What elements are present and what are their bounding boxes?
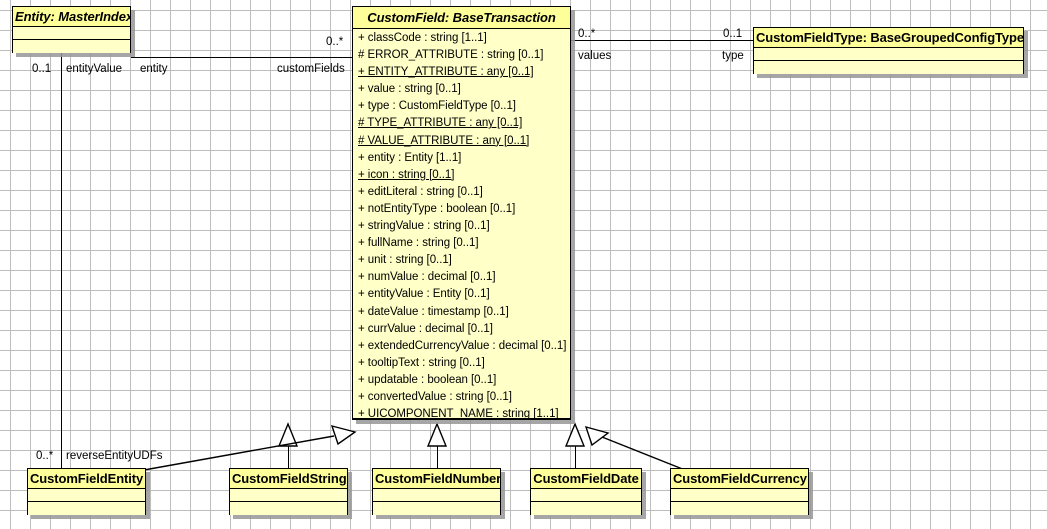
class-attribute: + notEntityType : boolean [0..1] xyxy=(358,202,516,215)
role-values: values xyxy=(578,50,612,62)
class-customfieldnumber-title: CustomFieldNumber xyxy=(373,469,500,489)
role-reverseentityudfs: reverseEntityUDFs xyxy=(66,450,163,462)
generalization-arrow-customfielddate[interactable] xyxy=(564,422,586,447)
generalization-stem-customfielddate[interactable] xyxy=(575,446,576,468)
class-attribute: + numValue : decimal [0..1] xyxy=(358,271,496,284)
class-customfieldnumber-operations xyxy=(373,502,500,515)
role-entity: entity xyxy=(140,63,168,75)
class-attribute: + type : CustomFieldType [0..1] xyxy=(358,100,516,113)
class-customfieldstring-operations xyxy=(230,502,347,515)
class-attribute: + currValue : decimal [0..1] xyxy=(358,322,493,335)
multiplicity-customfields: 0..* xyxy=(326,36,344,48)
class-attribute: # ERROR_ATTRIBUTE : string [0..1] xyxy=(358,49,544,62)
class-customfield-basetransaction-attributes: + classCode : string [1..1] # ERROR_ATTRI… xyxy=(353,29,570,420)
class-customfieldcurrency-operations xyxy=(671,502,808,515)
class-customfieldtype-basegroupedconfigtype-title: CustomFieldType: BaseGroupedConfigType xyxy=(754,28,1023,48)
class-customfieldentity-operations xyxy=(28,502,145,515)
class-customfield-basetransaction-title: CustomField: BaseTransaction xyxy=(353,7,570,29)
class-customfieldentity-attributes xyxy=(28,489,145,502)
class-attribute: + entity : Entity [1..1] xyxy=(358,151,462,164)
class-customfieldentity[interactable]: CustomFieldEntity xyxy=(27,468,146,515)
multiplicity-entityvalue: 0..1 xyxy=(32,63,52,75)
class-attribute: + classCode : string [1..1] xyxy=(358,32,487,44)
role-type: type xyxy=(722,50,744,62)
generalization-arrow-customfieldentity[interactable] xyxy=(330,424,357,446)
class-entity-masterindex-attributes xyxy=(13,27,130,40)
class-attribute: + value : string [0..1] xyxy=(358,83,461,96)
static-attribute-text: # VALUE_ATTRIBUTE : any [0..1] xyxy=(358,134,530,147)
class-attribute: + icon : string [0..1] xyxy=(353,167,570,184)
generalization-arrow-customfieldnumber[interactable] xyxy=(426,422,448,447)
class-customfieldentity-title: CustomFieldEntity xyxy=(28,469,145,489)
class-customfield-basetransaction[interactable]: CustomField: BaseTransaction + classCode… xyxy=(352,6,571,420)
class-attribute: + unit : string [0..1] xyxy=(358,254,452,267)
role-entityvalue: entityValue xyxy=(66,63,123,75)
class-customfieldstring-title: CustomFieldString xyxy=(230,469,347,489)
association-line-customfield-type[interactable] xyxy=(571,40,753,41)
class-customfieldnumber-attributes xyxy=(373,489,500,502)
multiplicity-reverseentityudfs: 0..* xyxy=(36,450,54,462)
class-customfielddate-title: CustomFieldDate xyxy=(531,469,641,489)
class-attribute: + updatable : boolean [0..1] xyxy=(358,373,497,386)
class-attribute: + dateValue : timestamp [0..1] xyxy=(358,305,509,318)
class-customfieldstring[interactable]: CustomFieldString xyxy=(229,468,348,515)
association-line-entity-customfields[interactable] xyxy=(131,57,353,58)
static-attribute-text: + ENTITY_ATTRIBUTE : any [0..1] xyxy=(358,66,534,79)
static-attribute-text: + icon : string [0..1] xyxy=(358,168,455,181)
generalization-line-customfieldcurrency[interactable] xyxy=(601,436,686,471)
class-customfieldtype-attributes xyxy=(754,48,1023,61)
static-attribute-text: # TYPE_ATTRIBUTE : any [0..1] xyxy=(358,117,523,130)
role-customfields: customFields xyxy=(277,63,345,75)
generalization-stem-customfieldnumber[interactable] xyxy=(437,446,438,468)
class-customfieldnumber[interactable]: CustomFieldNumber xyxy=(372,468,501,515)
class-attribute: # VALUE_ATTRIBUTE : any [0..1] xyxy=(353,133,570,150)
class-customfielddate-attributes xyxy=(531,489,641,502)
generalization-arrow-customfieldstring[interactable] xyxy=(277,422,299,447)
class-attribute: + convertedValue : string [0..1] xyxy=(358,390,512,403)
class-customfieldtype-basegroupedconfigtype[interactable]: CustomFieldType: BaseGroupedConfigType xyxy=(753,27,1024,74)
class-customfieldtype-operations xyxy=(754,61,1023,74)
class-customfieldcurrency[interactable]: CustomFieldCurrency xyxy=(670,468,809,515)
class-attribute: + UICOMPONENT_NAME : string [1..1] xyxy=(353,406,570,423)
class-attribute: + fullName : string [0..1] xyxy=(358,237,479,250)
class-attribute: # TYPE_ATTRIBUTE : any [0..1] xyxy=(353,115,570,132)
class-customfieldcurrency-title: CustomFieldCurrency xyxy=(671,469,808,489)
multiplicity-values: 0..* xyxy=(578,28,596,40)
generalization-line-customfieldentity[interactable] xyxy=(143,435,335,471)
class-entity-masterindex-title: Entity: MasterIndex xyxy=(13,7,130,27)
static-attribute-text: + UICOMPONENT_NAME : string [1..1] xyxy=(358,408,559,421)
class-customfielddate-operations xyxy=(531,502,641,515)
class-attribute: + editLiteral : string [0..1] xyxy=(358,185,483,198)
multiplicity-type: 0..1 xyxy=(723,28,743,40)
class-entity-masterindex[interactable]: Entity: MasterIndex xyxy=(12,6,131,53)
class-attribute: + extendedCurrencyValue : decimal [0..1] xyxy=(358,339,567,352)
class-customfieldcurrency-attributes xyxy=(671,489,808,502)
generalization-arrow-customfieldcurrency[interactable] xyxy=(584,425,610,447)
class-attribute: + tooltipText : string [0..1] xyxy=(358,356,485,369)
class-customfieldstring-attributes xyxy=(230,489,347,502)
class-attribute: + entityValue : Entity [0..1] xyxy=(358,288,490,301)
class-attribute: + stringValue : string [0..1] xyxy=(358,220,490,233)
generalization-stem-customfieldstring[interactable] xyxy=(288,446,289,468)
class-customfielddate[interactable]: CustomFieldDate xyxy=(530,468,642,515)
class-entity-masterindex-operations xyxy=(13,40,130,53)
class-attribute: + ENTITY_ATTRIBUTE : any [0..1] xyxy=(353,64,570,81)
association-line-entityvalue[interactable] xyxy=(61,53,62,468)
